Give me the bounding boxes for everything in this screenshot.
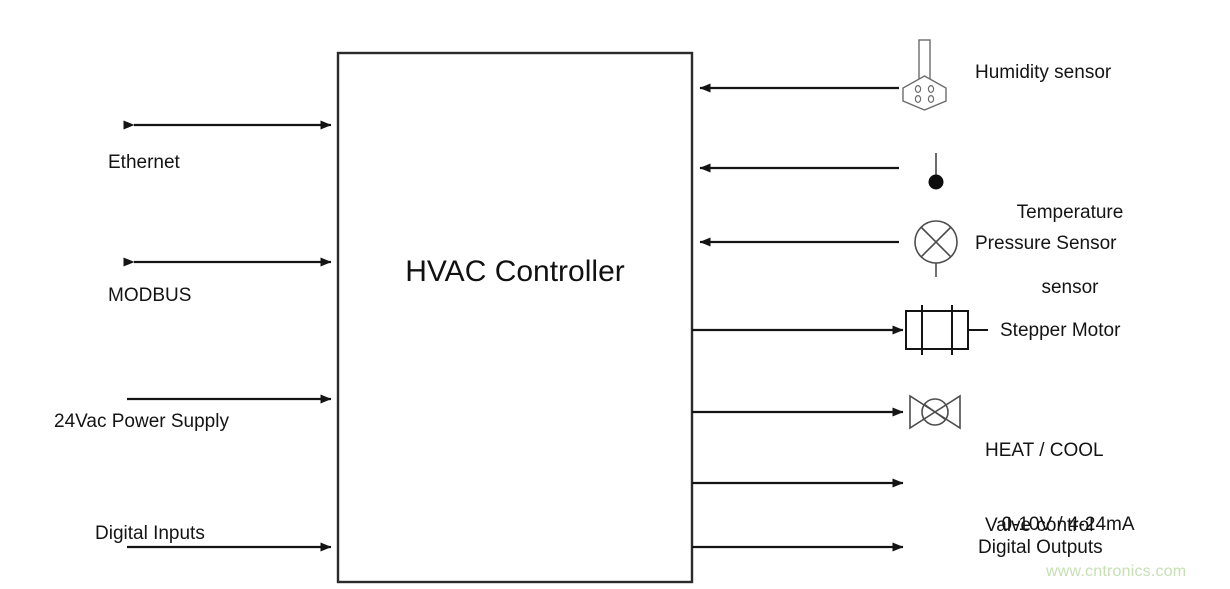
pressure-sensor-icon[interactable] bbox=[914, 220, 958, 277]
label-modbus: MODBUS bbox=[108, 285, 192, 306]
label-pressure-sensor: Pressure Sensor bbox=[975, 233, 1117, 254]
watermark: www.cntronics.com bbox=[1046, 563, 1187, 580]
controller-box[interactable] bbox=[336, 51, 694, 584]
label-humidity-sensor: Humidity sensor bbox=[975, 62, 1112, 83]
temperature-sensor-icon[interactable] bbox=[928, 153, 944, 190]
page-title: HVAC Controller bbox=[405, 255, 625, 288]
label-digital-outputs: Digital Outputs bbox=[978, 537, 1103, 558]
label-valve-control: HEAT / COOL Valve control bbox=[985, 388, 1205, 588]
label-valve-control-line1: HEAT / COOL bbox=[985, 440, 1104, 461]
valve-icon[interactable] bbox=[909, 394, 961, 430]
label-valve-control-line2: Valve control bbox=[985, 515, 1094, 536]
stepper-motor-icon[interactable] bbox=[905, 305, 988, 355]
label-ethernet: Ethernet bbox=[108, 152, 180, 173]
label-stepper-motor: Stepper Motor bbox=[1000, 320, 1121, 341]
label-digital-inputs: Digital Inputs bbox=[95, 523, 205, 544]
label-analog-output: 0-10V / 4-24mA Output bbox=[978, 462, 1158, 589]
label-analog-output-line1: 0-10V / 4-24mA bbox=[1001, 514, 1135, 535]
label-power-supply: 24Vac Power Supply bbox=[54, 411, 229, 432]
humidity-sensor-icon[interactable] bbox=[902, 39, 947, 111]
label-temperature-sensor-line1: Temperature bbox=[1016, 202, 1124, 223]
label-temperature-sensor: Temperature sensor bbox=[975, 150, 1165, 350]
label-temperature-sensor-line2: sensor bbox=[1041, 277, 1099, 298]
